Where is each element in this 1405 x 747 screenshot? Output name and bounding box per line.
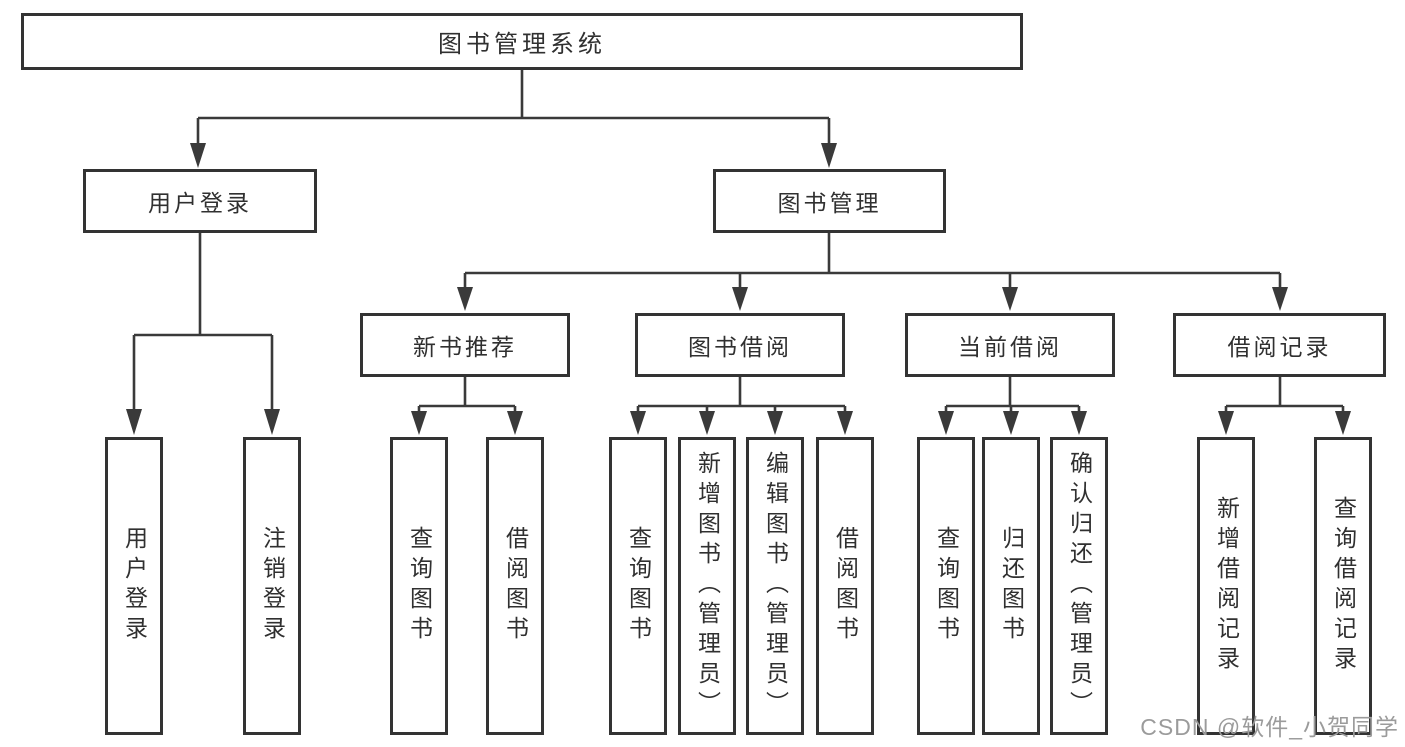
leaf-add-books-admin: 新增图书（管理员）: [678, 437, 736, 735]
leaf-add-borrow-record: 新增借阅记录: [1197, 437, 1255, 735]
leaf-query-books-borrowing: 查询图书: [609, 437, 667, 735]
leaf-borrow-books: 借阅图书: [816, 437, 874, 735]
leaf-logout: 注销登录: [243, 437, 301, 735]
node-current-borrowing: 当前借阅: [905, 313, 1115, 377]
node-book-management: 图书管理: [713, 169, 946, 233]
leaf-confirm-return-admin: 确认归还（管理员）: [1050, 437, 1108, 735]
leaf-query-borrow-record: 查询借阅记录: [1314, 437, 1372, 735]
leaf-edit-books-admin: 编辑图书（管理员）: [746, 437, 804, 735]
leaf-borrow-books-recommend: 借阅图书: [486, 437, 544, 735]
leaf-user-login: 用户登录: [105, 437, 163, 735]
leaf-return-books: 归还图书: [982, 437, 1040, 735]
node-library-management-system: 图书管理系统: [21, 13, 1023, 70]
watermark: CSDN @软件_小贺同学: [1140, 714, 1399, 740]
arrowheads: [126, 143, 1351, 435]
leaf-query-books-recommend: 查询图书: [390, 437, 448, 735]
node-user-login: 用户登录: [83, 169, 317, 233]
leaf-query-books-current: 查询图书: [917, 437, 975, 735]
node-borrowing-records: 借阅记录: [1173, 313, 1386, 377]
node-book-borrowing: 图书借阅: [635, 313, 845, 377]
node-new-book-recommendation: 新书推荐: [360, 313, 570, 377]
